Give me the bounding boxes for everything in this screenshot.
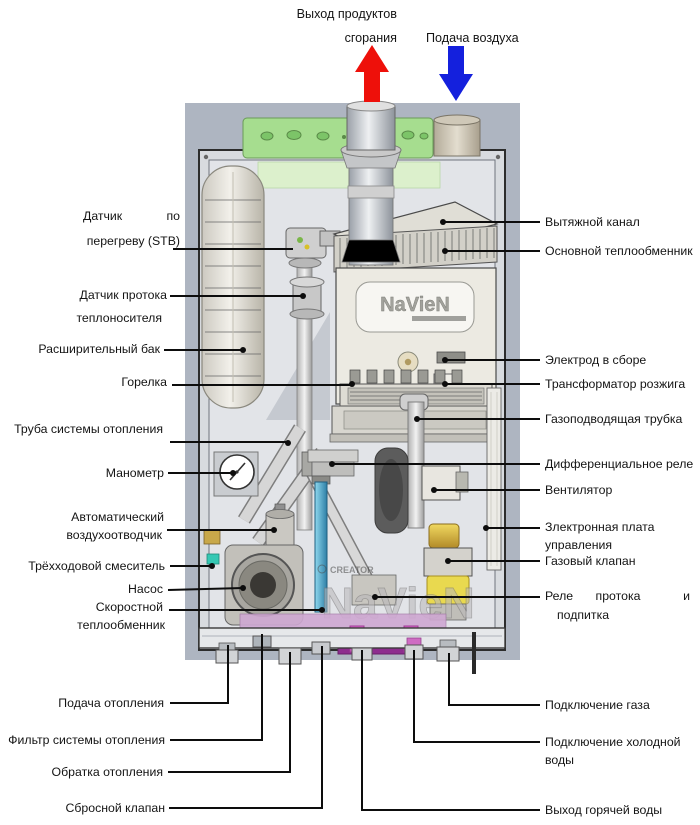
callout-dot-three-way-mixer <box>209 563 215 569</box>
air-intake <box>433 114 481 157</box>
label-pump: Насос <box>128 582 163 596</box>
label-stb-sensor: Датчик <box>83 209 123 223</box>
callout-dot-diff-relay <box>329 461 335 467</box>
label-relief-valve: Сбросной клапан <box>66 801 166 815</box>
callout-dot-main-hx <box>442 248 448 254</box>
expansion-tank <box>201 165 265 409</box>
label-exhaust-duct: Вытяжной канал <box>545 215 640 229</box>
electrode-parts <box>436 351 466 364</box>
callout-dot-electrode <box>442 357 448 363</box>
callout-dot-pump <box>240 585 246 591</box>
label-speed-hx: теплообменник <box>77 618 165 632</box>
label-main-hx: Основной теплообменник <box>545 244 693 258</box>
label-electrode: Электрод в сборе <box>545 353 646 367</box>
mounting-bracket <box>242 117 434 159</box>
callout-dot-ignition-transformer <box>442 381 448 387</box>
label-heating-pipe: Труба системы отопления <box>14 422 163 436</box>
top-section: Выход продуктов сгорания Подача воздуха <box>297 7 519 102</box>
label-flow-relay: подпитка <box>557 608 609 622</box>
label-flow-sensor: Датчик протока <box>80 288 168 302</box>
label-gas-valve: Газовый клапан <box>545 554 636 568</box>
callout-dot-gas-valve <box>445 558 451 564</box>
exhaust-up-arrow-icon <box>355 45 389 102</box>
diff-relay-component <box>301 449 359 477</box>
label-flow-relay: Реле <box>545 589 573 603</box>
callout-line-heating-filter <box>170 634 263 741</box>
label-three-way-mixer: Трёхходовой смеситель <box>28 559 165 573</box>
label-heating-filter: Фильтр системы отопления <box>8 733 165 747</box>
control-board-component <box>486 387 502 571</box>
callout-dot-manometer <box>230 470 236 476</box>
three-way-mixer-mark <box>206 553 220 565</box>
label-control-board: управления <box>545 538 612 552</box>
label-stb-sensor: перегреву (STB) <box>87 234 180 248</box>
callout-line-heating-supply <box>170 645 229 704</box>
callout-dot-fan <box>431 487 437 493</box>
pump-component <box>203 529 304 626</box>
label-stb-sensor: по <box>167 209 181 223</box>
label-ignition-transformer: Трансформатор розжига <box>545 377 685 391</box>
label-expansion-tank: Расширительный бак <box>38 342 160 356</box>
callout-dot-air-vent <box>271 527 277 533</box>
callout-dot-heating-pipe <box>285 440 291 446</box>
drain-tube <box>472 632 476 674</box>
brand-logo: NaVieN <box>380 294 450 316</box>
label-gas-tube: Газоподводящая трубка <box>545 412 683 426</box>
flow-relay-component <box>351 574 397 606</box>
label-fan: Вентилятор <box>545 483 612 497</box>
flue-pipe <box>340 100 402 266</box>
callout-dot-flow-relay <box>372 594 378 600</box>
label-flow-relay: и <box>683 589 690 603</box>
burner-clips <box>349 369 463 384</box>
callout-dot-gas-tube <box>414 416 420 422</box>
labels-left: Датчик по перегреву (STB) Датчик протока… <box>8 209 180 815</box>
callout-line-gas-connection <box>448 653 540 706</box>
label-diff-relay: Дифференциальное реле <box>545 457 693 471</box>
label-gas-connection: Подключение газа <box>545 698 650 712</box>
label-air-supply: Подача воздуха <box>426 31 519 45</box>
callout-line-pump <box>167 587 244 591</box>
callout-dot-control-board <box>483 525 489 531</box>
label-air-vent: воздухоотводчик <box>66 528 162 542</box>
label-speed-hx: Скоростной <box>96 600 163 614</box>
callout-dot-burner <box>349 381 355 387</box>
label-exhaust-out: сгорания <box>345 31 397 45</box>
labels-right: Вытяжной канал Основной теплообменник Эл… <box>545 215 693 817</box>
bottom-rail <box>198 627 506 649</box>
callout-dot-exhaust-duct <box>440 219 446 225</box>
label-hot-water: Выход горячей воды <box>545 803 662 817</box>
callout-dot-speed-hx <box>319 607 325 613</box>
label-manometer: Манометр <box>106 466 164 480</box>
callout-dot-expansion-tank <box>240 347 246 353</box>
label-burner: Горелка <box>121 375 167 389</box>
logo-tagline-bar <box>412 316 466 321</box>
air-down-arrow-icon <box>439 46 473 101</box>
callout-dot-flow-sensor <box>300 293 306 299</box>
callouts-left <box>164 248 355 613</box>
callout-line-hot-water <box>361 650 540 811</box>
screw <box>203 154 209 160</box>
callouts-bottom-right <box>361 650 540 811</box>
label-flow-sensor: теплоносителя <box>76 311 162 325</box>
label-flow-relay: протока <box>596 589 641 603</box>
callouts-right <box>329 219 540 600</box>
fan-component <box>374 447 469 534</box>
callout-line-cold-water <box>413 650 540 743</box>
callout-line-heating-return <box>168 652 291 773</box>
plate-heat-exchanger-component <box>311 475 331 613</box>
label-cold-water: воды <box>545 753 574 767</box>
callouts-bottom-left <box>168 634 323 809</box>
label-control-board: Злектронная плата <box>545 520 655 534</box>
label-air-vent: Автоматический <box>71 510 164 524</box>
label-heating-return: Обратка отопления <box>52 765 163 779</box>
label-cold-water: Подключение холодной <box>545 735 681 749</box>
label-exhaust-out: Выход продуктов <box>297 7 398 21</box>
screw <box>495 154 501 160</box>
watermark-credit: CREATOR <box>330 565 374 575</box>
label-heating-supply: Подача отопления <box>58 696 164 710</box>
callout-line-relief-valve <box>169 646 323 809</box>
